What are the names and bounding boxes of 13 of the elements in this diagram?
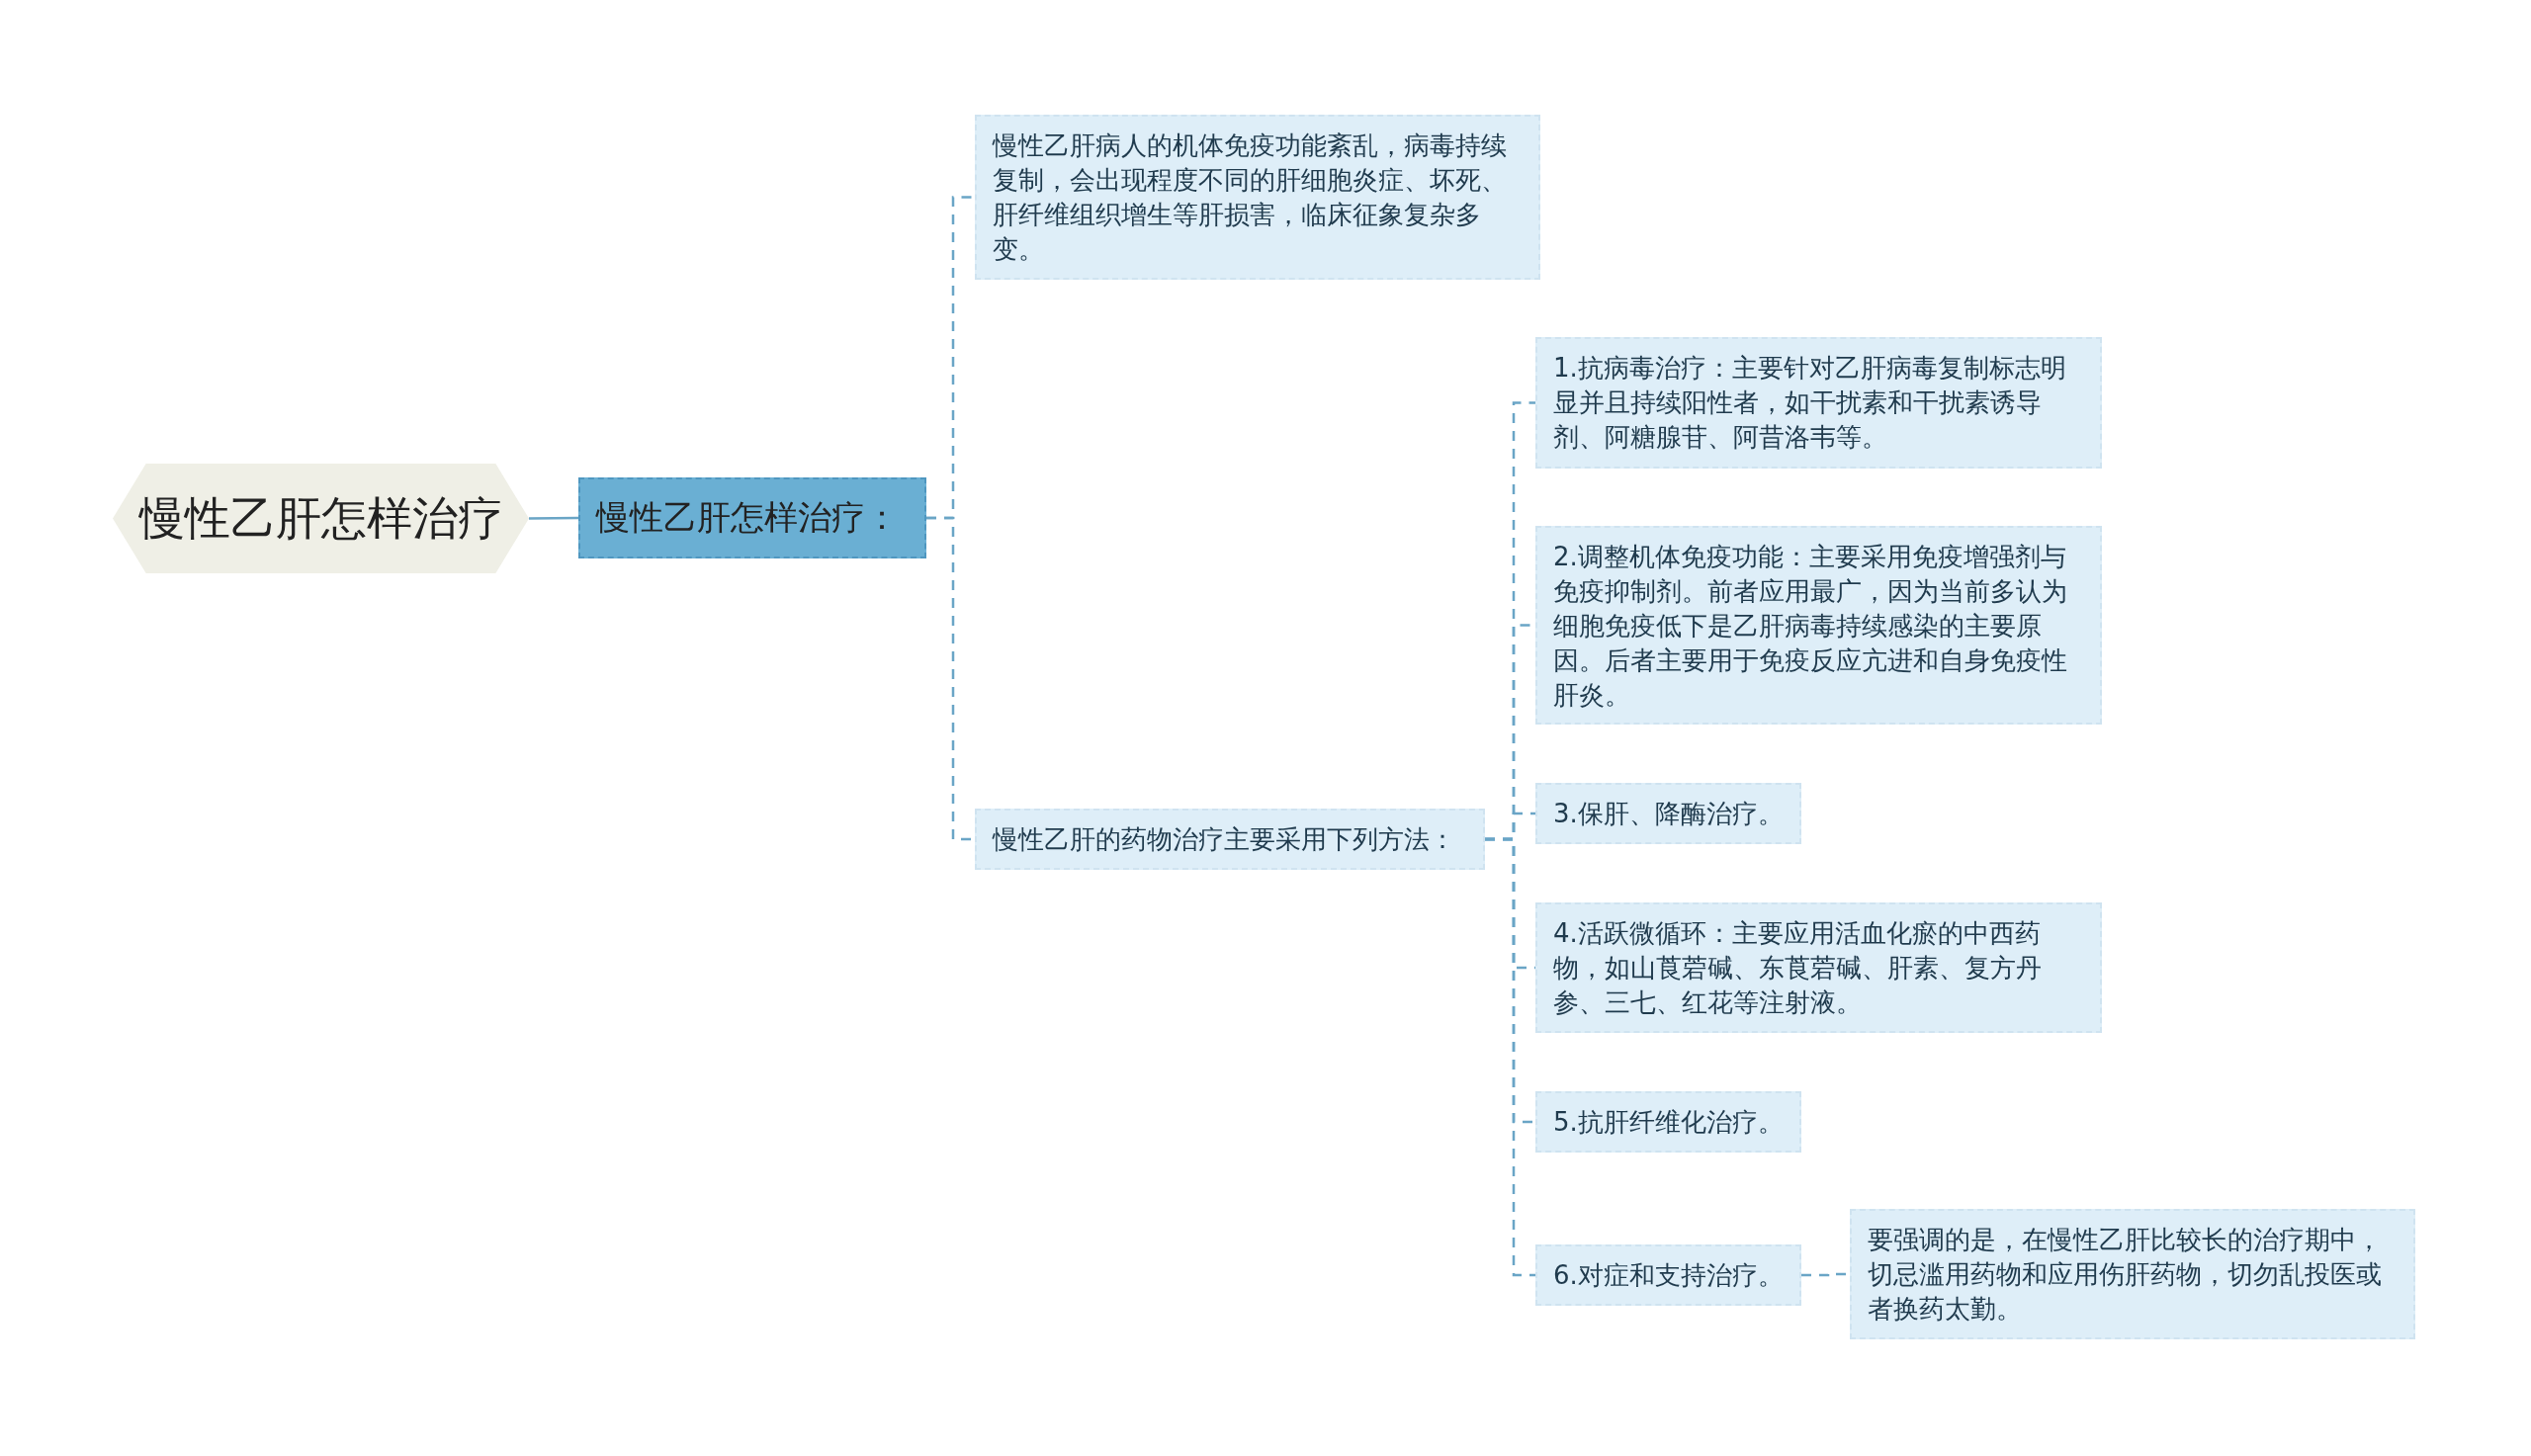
text-box: 6.对症和支持治疗。	[1535, 1244, 1801, 1306]
text-box: 慢性乙肝的药物治疗主要采用下列方法：	[975, 809, 1485, 870]
text-box: 4.活跃微循环：主要应用活血化瘀的中西药物，如山莨菪碱、东莨菪碱、肝素、复方丹参、三七、红花等注射液。	[1535, 902, 2102, 1033]
connector-line	[1485, 837, 1535, 1277]
subtopic-box: 慢性乙肝怎样治疗：	[578, 477, 926, 558]
connector-line	[529, 516, 578, 520]
topic-text: 慢性乙肝怎样治疗	[138, 489, 503, 547]
text-box: 要强调的是，在慢性乙肝比较长的治疗期中，切忌滥用药物和应用伤肝药物，切勿乱投医或者换药太勤。	[1850, 1209, 2415, 1339]
text-box: 5.抗肝纤维化治疗。	[1535, 1091, 1801, 1153]
text-box: 2.调整机体免疫功能：主要采用免疫增强剂与免疫抑制剂。前者应用最广，因为当前多认为细胞免疫低下是乙肝病毒持续感染的主要原因。后者主要用于免疫反应亢进和自身免疫性肝炎。	[1535, 526, 2102, 725]
text-box: 慢性乙肝病人的机体免疫功能紊乱，病毒持续复制，会出现程度不同的肝细胞炎症、坏死、肝纤维组织增生等肝损害，临床征象复杂多变。	[975, 115, 1540, 280]
text-box: 3.保肝、降酶治疗。	[1535, 783, 1801, 844]
text-box: 1.抗病毒治疗：主要针对乙肝病毒复制标志明显并且持续阳性者，如干扰素和干扰素诱导剂、阿糖腺苷、阿昔洛韦等。	[1535, 337, 2102, 469]
